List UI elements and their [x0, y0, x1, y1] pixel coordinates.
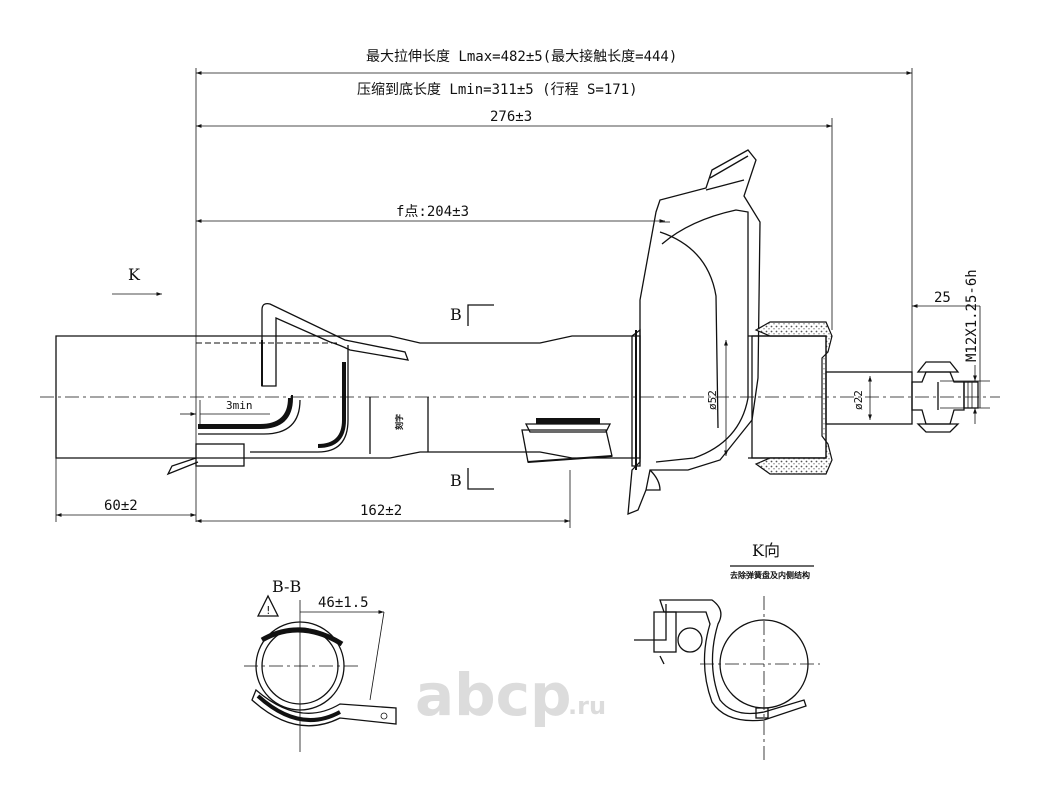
upper-mount [751, 321, 979, 475]
shock-body: 刻字 [40, 302, 1000, 476]
dim-46-label: 46±1.5 [318, 595, 369, 611]
dim-3min-label: 3min [226, 399, 253, 412]
view-k-title: K向 [752, 541, 780, 560]
watermark-logo: abcp .ru [415, 661, 606, 729]
dia52-label: ø52 [706, 390, 719, 410]
dim-204-label: f点:204±3 [396, 204, 469, 220]
view-k: K向 去除弹簧盘及内侧结构 [634, 541, 820, 760]
dimension-lines [55, 68, 990, 528]
dia22-label: ø22 [852, 390, 865, 410]
part-stamp: 刻字 [394, 414, 404, 430]
warning-icon [256, 594, 280, 617]
dim-162-label: 162±2 [360, 503, 402, 519]
view-k-label: K [128, 265, 141, 284]
lmin-label: 压缩到底长度 Lmin=311±5 (行程 S=171) [357, 82, 638, 98]
lmax-label: 最大拉伸长度 Lmax=482±5(最大接触长度=444) [366, 48, 677, 65]
watermark-text: abcp [415, 661, 572, 729]
watermark-suffix: .ru [568, 692, 606, 720]
view-k-arrow: K [112, 265, 162, 296]
section-bb-title: B-B [272, 577, 301, 596]
section-b-top-label: B [450, 305, 462, 324]
view-k-note: 去除弹簧盘及内侧结构 [730, 570, 810, 580]
warning-mark: ! [265, 604, 272, 617]
dim-60-label: 60±2 [104, 498, 138, 514]
dimension-labels: 最大拉伸长度 Lmax=482±5(最大接触长度=444) 压缩到底长度 Lmi… [104, 48, 980, 519]
section-b-markers: B B [450, 304, 494, 490]
dim-276-label: 276±3 [490, 109, 532, 125]
dim-25-label: 25 [934, 290, 951, 306]
section-b-bottom-label: B [450, 471, 462, 490]
thread-label: M12X1.25-6h [964, 269, 980, 362]
section-bb-view: B-B ! 46±1.5 [244, 577, 397, 752]
